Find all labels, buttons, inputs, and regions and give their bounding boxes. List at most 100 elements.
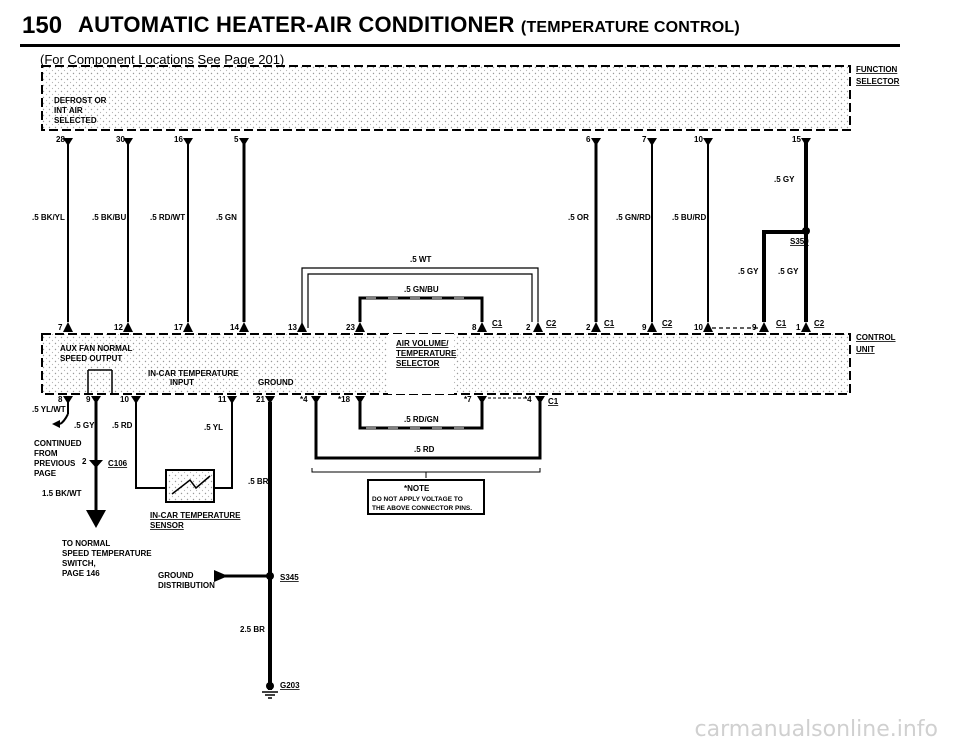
ground-dist-2: DISTRIBUTION bbox=[158, 581, 215, 590]
cub-pin-7: *7 bbox=[464, 395, 472, 404]
header-rule bbox=[20, 44, 900, 47]
ground-label: GROUND bbox=[258, 378, 294, 387]
pin-6: 6 bbox=[586, 135, 591, 144]
cu-pin-17: 17 bbox=[174, 323, 183, 332]
aux-fan-label-1: AUX FAN NORMAL bbox=[60, 344, 133, 353]
cu-pin-12: 12 bbox=[114, 323, 123, 332]
s350-label: S350 bbox=[790, 237, 809, 246]
cu-pin-2a: 2 bbox=[526, 323, 531, 332]
cu-c2-b: C2 bbox=[662, 319, 673, 328]
label-bkbu: .5 BK/BU bbox=[92, 213, 126, 222]
pin-28: 28 bbox=[56, 135, 65, 144]
title-sub: (TEMPERATURE CONTROL) bbox=[520, 19, 740, 36]
pin-30: 30 bbox=[116, 135, 125, 144]
cu-pin-7: 7 bbox=[58, 323, 63, 332]
wire-yl-wt bbox=[59, 413, 69, 425]
defrost-label-1: DEFROST OR bbox=[54, 96, 107, 105]
continued-1: CONTINUED bbox=[34, 439, 82, 448]
wire-rd-sensor bbox=[135, 402, 168, 489]
control-unit-cutout bbox=[388, 334, 454, 394]
to-normal-2: SPEED TEMPERATURE bbox=[62, 549, 152, 558]
cu-pin-13: 13 bbox=[288, 323, 297, 332]
label-gy-1: .5 GY bbox=[774, 175, 795, 184]
cub-pin-9: 9 bbox=[86, 395, 91, 404]
cub-pin-10: 10 bbox=[120, 395, 129, 404]
cu-c2-c: C2 bbox=[814, 319, 825, 328]
title-main: AUTOMATIC HEATER-AIR CONDITIONER bbox=[78, 12, 515, 37]
label-bkwt: 1.5 BK/WT bbox=[42, 489, 82, 498]
cub-pin-21: 21 bbox=[256, 395, 265, 404]
air-volume-label-3: SELECTOR bbox=[396, 359, 440, 368]
control-unit-label-1: CONTROL bbox=[856, 333, 896, 342]
cu-bottom-pin-marks bbox=[63, 396, 545, 404]
page-number: 150 bbox=[22, 12, 63, 39]
cub-pin-4: *4 bbox=[300, 395, 308, 404]
wire-gnbu bbox=[358, 296, 484, 322]
sensor-label-2: SENSOR bbox=[150, 521, 184, 530]
pin-15: 15 bbox=[792, 135, 801, 144]
label-gy-2: .5 GY bbox=[738, 267, 759, 276]
label-gy-3: .5 GY bbox=[778, 267, 799, 276]
pin-16: 16 bbox=[174, 135, 183, 144]
yl-wt-arrow bbox=[52, 420, 60, 428]
label-gnrd: .5 GN/RD bbox=[616, 213, 651, 222]
defrost-label-2: INT AIR bbox=[54, 106, 83, 115]
label-rdwt: .5 RD/WT bbox=[150, 213, 185, 222]
cu-pin-14: 14 bbox=[230, 323, 239, 332]
page-title: AUTOMATIC HEATER-AIR CONDITIONER (TEMPER… bbox=[78, 12, 740, 38]
wire-wt bbox=[301, 267, 539, 328]
cu-c1-c: C1 bbox=[776, 319, 787, 328]
label-gnbu: .5 GN/BU bbox=[404, 285, 439, 294]
sensor-label-1: IN-CAR TEMPERATURE bbox=[150, 511, 241, 520]
cu-pin-8: 8 bbox=[472, 323, 477, 332]
wire-rd bbox=[314, 402, 542, 460]
wire-wt-inner bbox=[307, 273, 533, 328]
pin-7: 7 bbox=[642, 135, 647, 144]
cub-pin-11: 11 bbox=[218, 395, 227, 404]
s350-splice bbox=[802, 227, 810, 235]
cu-c1-a: C1 bbox=[492, 319, 503, 328]
label-gn: .5 GN bbox=[216, 213, 237, 222]
c106-pin: 2 bbox=[82, 457, 87, 466]
air-volume-label-2: TEMPERATURE bbox=[396, 349, 457, 358]
label-ylwt: .5 YL/WT bbox=[32, 405, 66, 414]
wire-yl-sensor bbox=[212, 402, 233, 489]
label-or: .5 OR bbox=[568, 213, 589, 222]
top-pin-marks bbox=[63, 138, 811, 146]
watermark: carmanualsonline.info bbox=[694, 717, 938, 742]
label-wt: .5 WT bbox=[410, 255, 431, 264]
label-br-2-5: 2.5 BR bbox=[240, 625, 265, 634]
label-gy-left: .5 GY bbox=[74, 421, 95, 430]
aux-fan-bracket bbox=[87, 369, 113, 394]
to-normal-arrow bbox=[86, 510, 106, 528]
to-normal-3: SWITCH, bbox=[62, 559, 96, 568]
ground-dist-1: GROUND bbox=[158, 571, 194, 580]
ground-dist-arrow bbox=[214, 570, 228, 582]
aux-fan-label-2: SPEED OUTPUT bbox=[60, 354, 122, 363]
note-title: *NOTE bbox=[404, 484, 430, 493]
c106-connector bbox=[89, 460, 103, 468]
label-rdgn: .5 RD/GN bbox=[404, 415, 439, 424]
control-unit-label-2: UNIT bbox=[856, 345, 875, 354]
cu-pin-9b: 9 bbox=[752, 323, 757, 332]
cub-pin-8: 8 bbox=[58, 395, 63, 404]
function-selector-label-1: FUNCTION bbox=[856, 65, 898, 74]
function-selector-label-2: SELECTOR bbox=[856, 77, 900, 86]
g203-label: G203 bbox=[280, 681, 300, 690]
note-line-1: DO NOT APPLY VOLTAGE TO bbox=[372, 496, 463, 503]
in-car-input-label-1: IN-CAR TEMPERATURE bbox=[148, 369, 239, 378]
cu-top-pin-marks bbox=[63, 322, 811, 332]
s345-label: S345 bbox=[280, 573, 299, 582]
function-selector-box bbox=[41, 65, 851, 131]
ground-symbol-g203 bbox=[262, 682, 278, 699]
defrost-label-3: SELECTED bbox=[54, 116, 97, 125]
continued-4: PAGE bbox=[34, 469, 57, 478]
to-normal-4: PAGE 146 bbox=[62, 569, 100, 578]
cu-pin-9: 9 bbox=[642, 323, 647, 332]
cu-c1-b: C1 bbox=[604, 319, 615, 328]
to-normal-1: TO NORMAL bbox=[62, 539, 110, 548]
continued-2: FROM bbox=[34, 449, 58, 458]
cu-c2-a: C2 bbox=[546, 319, 557, 328]
sensor-symbol bbox=[171, 475, 211, 495]
label-yl: .5 YL bbox=[204, 423, 223, 432]
